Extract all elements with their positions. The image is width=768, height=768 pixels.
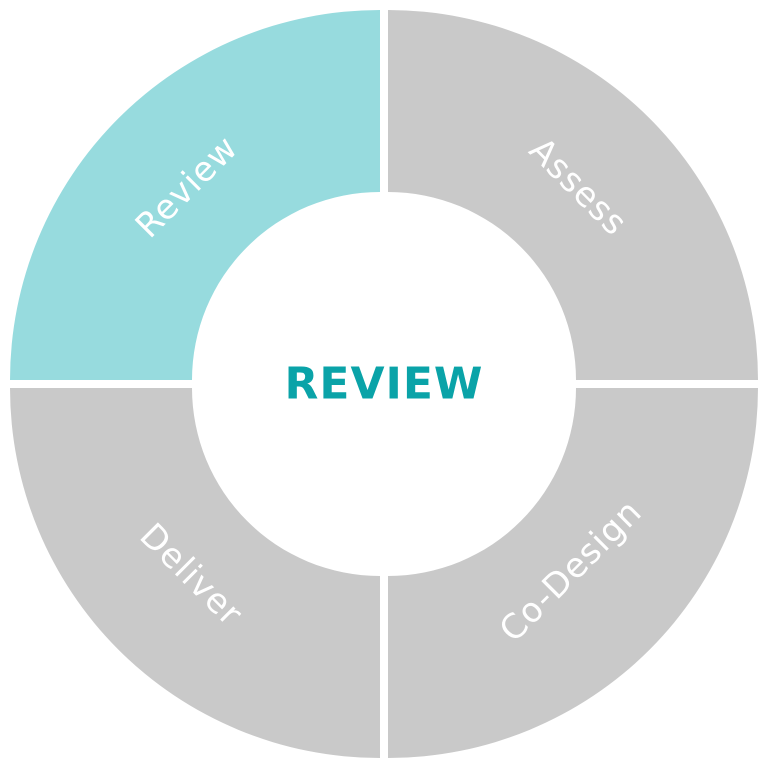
segment-review[interactable]: Review	[10, 10, 380, 380]
center-title: REVIEW	[285, 359, 484, 410]
segment-assess[interactable]: Assess	[388, 10, 758, 380]
segment-deliver[interactable]: Deliver	[10, 388, 380, 758]
center-hub	[198, 198, 570, 570]
